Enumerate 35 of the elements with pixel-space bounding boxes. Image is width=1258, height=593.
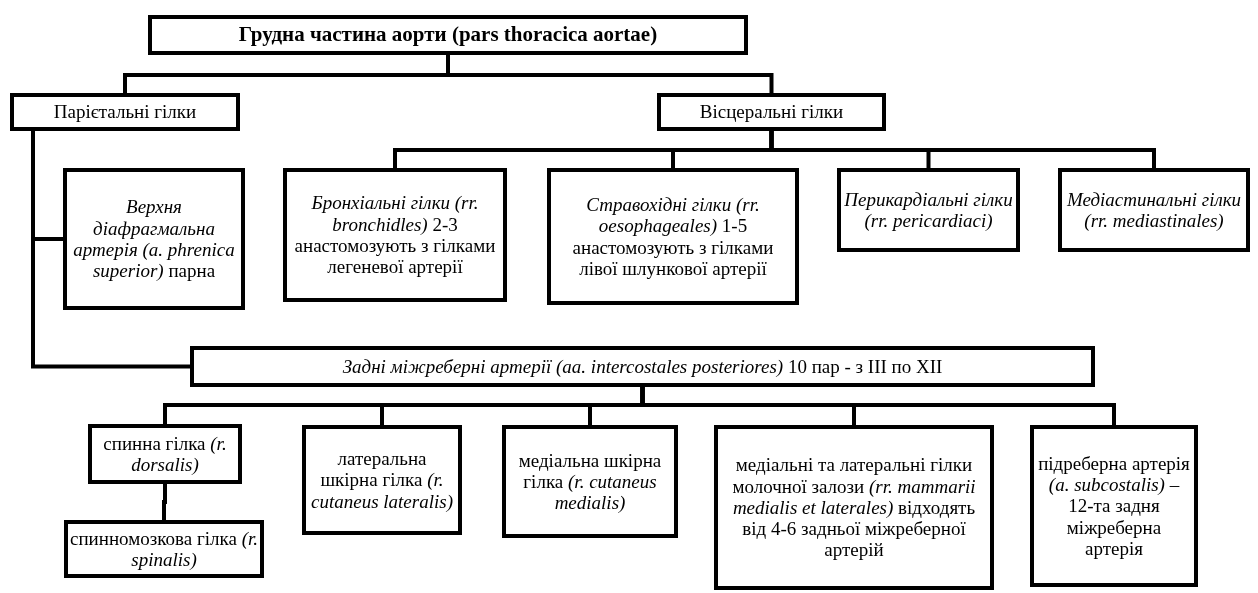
branch-box [714,425,994,590]
branch-box [302,425,462,535]
branch-label: Задні міжреберні артерії (aa. intercostales posteriores) 10 пар - з III по XII [342,355,943,378]
branch-box [837,168,1020,252]
branch-box [547,168,799,305]
branch-label: Бронхіальні гілки (rr. bronchidles) 2-3 анастомозують з гілками легеневої артерії [293,192,497,278]
branch-label: спинна гілка (r. dorsalis) [102,432,228,476]
connector-line [31,131,190,369]
branch-label: Медіастинальні гілки (rr. mediastinales) [1065,188,1243,232]
branch-box [88,424,242,484]
connector-line [162,484,167,520]
branch-label: медіальна шкірна гілка (r. cutaneus medialis) [517,449,663,514]
branch-box [190,346,1095,387]
branch-label: Грудна частина аорти (pars thoracica aortae) [238,23,658,47]
branch-label: Вісцеральні гілки [699,101,844,123]
branch-box [657,93,886,131]
connector-line [640,387,1116,425]
connector-line [446,55,774,93]
branch-box [1058,168,1250,252]
branch-box [502,425,678,538]
branch-label: підреберна артерія (a. subcostalis) – 12-та задня міжреберна артерія [1037,452,1191,560]
branch-label: Парієтальні гілки [53,101,197,123]
branch-box [283,168,507,302]
branch-label: спинномозкова гілка (r. spinalis) [70,527,258,571]
branch-label: латеральна шкірна гілка (r. cutaneus lateralis) [310,448,454,512]
branch-label: Перикардіальні гілки (rr. pericardiaci) [843,188,1014,232]
branch-box [63,168,245,310]
branch-label: медіальні та латеральні гілки молочної залози (rr. mammarii medialis et laterales) відходять від 4-6 задньої міжреберної артерій [731,454,977,561]
connector-line [769,131,1156,168]
branch-box [10,93,240,131]
branch-label: Верхня діафрагмальна артерія (a. phrenica superior) парна [72,196,236,282]
branch-box [64,520,264,578]
branch-label: Стравохідні гілки (rr. oesophageales) 1-5 анастомозують з гілками лівої шлункової артерії [571,193,775,280]
branch-box [148,15,748,55]
branch-box [1030,425,1198,587]
